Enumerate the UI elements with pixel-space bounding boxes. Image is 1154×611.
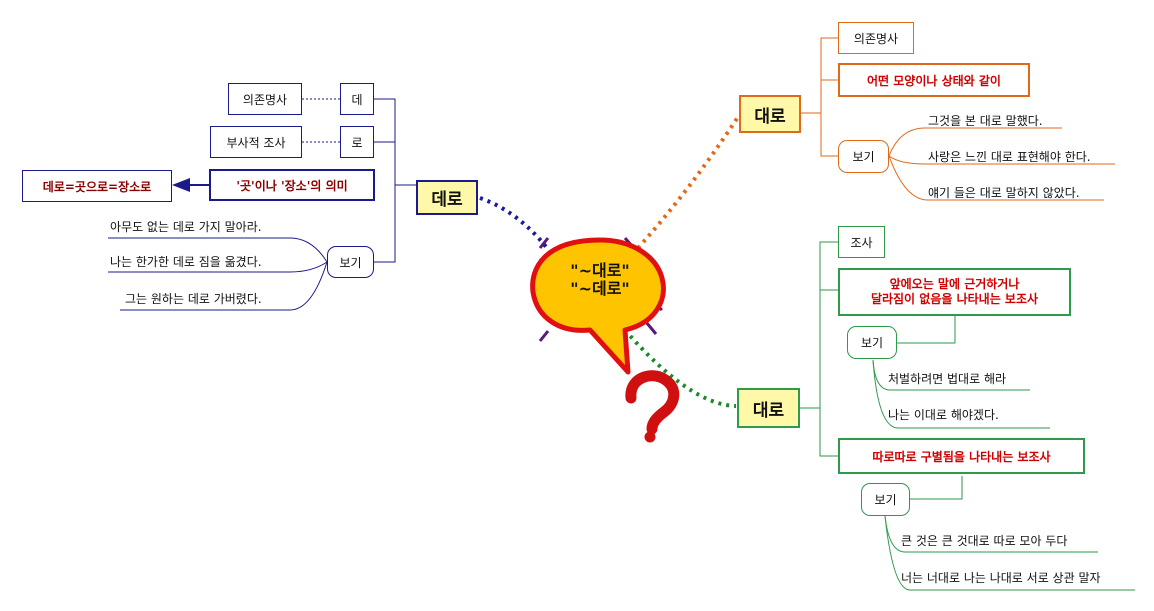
center-title-line1: "~대로" [570, 261, 630, 280]
bottom-right-example-2b: 너는 너대로 나는 나대로 서로 상관 말자 [901, 571, 1101, 585]
bottom-right-meaning-1[interactable]: 앞에오는 말에 근거하거나 달라짐이 없음을 나타내는 보조사 [838, 268, 1071, 316]
left-example-2: 나는 한가한 데로 짐을 옮겼다. [110, 255, 262, 269]
bottom-right-example-1b: 나는 이대로 해야겠다. [888, 408, 999, 422]
bottom-right-example-1a: 처벌하려면 법대로 해라 [888, 372, 1007, 386]
top-right-meaning[interactable]: 어떤 모양이나 상태와 같이 [838, 63, 1030, 97]
hub-daero-top[interactable]: 대로 [739, 95, 801, 133]
center-title-line2: "~데로" [570, 279, 630, 298]
bottom-right-example-2a: 큰 것은 큰 것대로 따로 모아 두다 [901, 534, 1068, 548]
top-right-example-1: 그것을 본 대로 말했다. [928, 114, 1043, 128]
top-right-example-label[interactable]: 보기 [838, 140, 889, 173]
left-example-3: 그는 원하는 데로 가버렸다. [125, 292, 262, 306]
speech-bubble [530, 237, 666, 375]
dependent-noun-value[interactable]: 데 [340, 83, 374, 115]
hub-dero[interactable]: 데로 [416, 180, 478, 215]
top-right-example-2: 사랑은 느낀 대로 표현해야 한다. [928, 150, 1091, 164]
hub-daero-bottom[interactable]: 대로 [737, 388, 800, 428]
question-mark-icon [625, 370, 680, 443]
adverbial-particle-value[interactable]: 로 [340, 126, 374, 158]
bottom-right-meaning-1-line2: 달라짐이 없음을 나타내는 보조사 [870, 292, 1039, 306]
left-example-label[interactable]: 보기 [327, 246, 374, 278]
bottom-right-meaning-2[interactable]: 따로따로 구별됨을 나타내는 보조사 [838, 438, 1085, 474]
bottom-right-example-label-1[interactable]: 보기 [847, 326, 897, 359]
bottom-right-meaning-1-line1: 앞에오는 말에 근거하거나 [889, 277, 1020, 291]
adverbial-particle-label[interactable]: 부사적 조사 [210, 126, 302, 158]
bottom-right-type[interactable]: 조사 [838, 226, 885, 258]
bottom-right-example-label-2[interactable]: 보기 [861, 483, 910, 516]
place-meaning-node[interactable]: '곳'이나 '장소'의 의미 [209, 169, 375, 201]
top-right-example-3: 얘기 들은 대로 말하지 않았다. [928, 186, 1080, 200]
top-right-type[interactable]: 의존명사 [838, 22, 914, 54]
arrow-left-icon [172, 178, 190, 192]
left-example-1: 아무도 없는 데로 가지 말아라. [110, 220, 262, 234]
place-meaning-result[interactable]: 데로=곳으로=장소로 [22, 170, 172, 202]
dependent-noun-label[interactable]: 의존명사 [228, 83, 302, 115]
center-title: "~대로" "~데로" [552, 262, 648, 298]
